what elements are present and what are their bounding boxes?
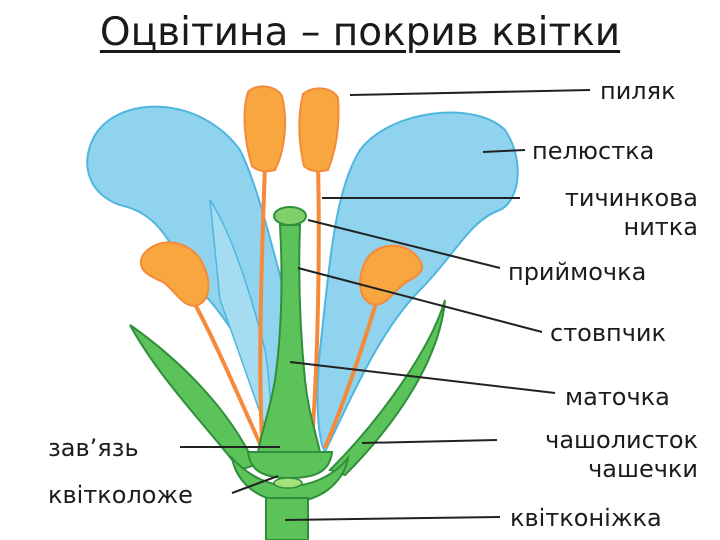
label-receptacle: квітколоже bbox=[48, 481, 193, 509]
pistil bbox=[246, 206, 334, 480]
leader-style bbox=[297, 267, 543, 333]
anthers bbox=[139, 85, 424, 307]
label-style: стовпчик bbox=[550, 319, 666, 347]
label-filament-2: нитка bbox=[623, 213, 698, 241]
leader-pistil bbox=[289, 361, 556, 394]
label-filament-1: тичинкова bbox=[564, 184, 698, 212]
leader-anther bbox=[349, 89, 591, 96]
label-sepal-1: чашолисток bbox=[545, 426, 698, 454]
label-stigma: приймочка bbox=[508, 258, 647, 286]
filament-left-short bbox=[188, 294, 264, 449]
leader-sepal bbox=[361, 439, 498, 444]
leader-pedicel bbox=[284, 516, 501, 521]
label-sepal-2: чашечки bbox=[588, 455, 698, 483]
receptacle-core bbox=[273, 477, 303, 489]
anther-tall-left bbox=[243, 85, 287, 173]
anther-tall-right bbox=[298, 87, 340, 173]
label-pistil: маточка bbox=[565, 383, 670, 411]
leader-lines bbox=[180, 89, 591, 521]
anther-short-left bbox=[139, 241, 210, 307]
sepal-left bbox=[129, 324, 257, 472]
leader-stigma bbox=[307, 219, 501, 269]
filament-left-tall bbox=[258, 164, 267, 441]
label-petal: пелюстка bbox=[532, 137, 655, 165]
page-title: Оцвітина – покрив квітки bbox=[99, 10, 621, 55]
ovary bbox=[246, 451, 334, 480]
filament-mid-tall bbox=[310, 164, 321, 441]
stigma bbox=[273, 206, 307, 226]
petal-right bbox=[316, 111, 519, 455]
label-ovary: зав’язь bbox=[48, 434, 139, 462]
label-anther: пиляк bbox=[600, 77, 676, 105]
leader-petal bbox=[482, 149, 526, 153]
label-pedicel: квітконіжка bbox=[510, 504, 662, 532]
anther-short-right bbox=[359, 244, 424, 306]
leader-receptacle bbox=[231, 475, 279, 494]
